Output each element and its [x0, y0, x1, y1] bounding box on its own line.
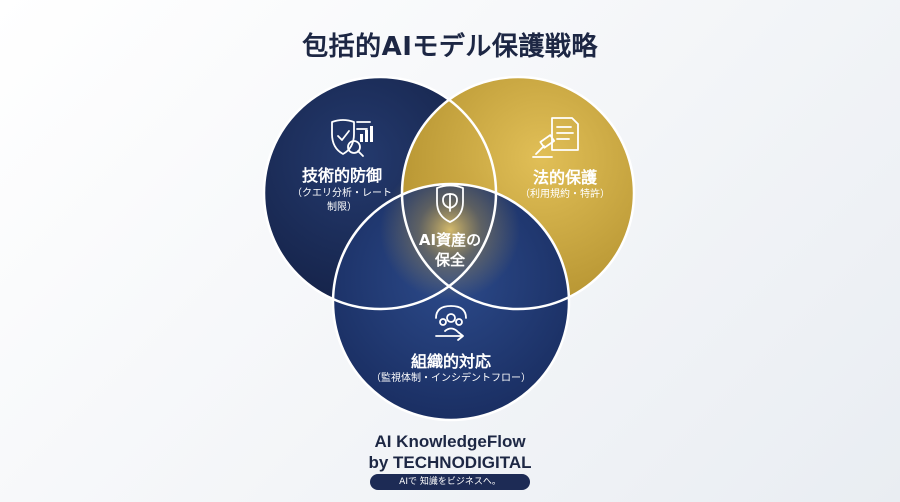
center-glow	[380, 160, 520, 300]
technical-defense-label: 技術的防御	[301, 166, 382, 185]
organizational-response-label: 組織的対応	[410, 352, 491, 371]
center-label-line1: AI資産の	[418, 231, 482, 249]
technical-defense-sub1: （クエリ分析・レート	[292, 188, 392, 199]
organizational-response-sub: （監視体制・インシデントフロー）	[371, 373, 531, 384]
brand-by: by TECHNODIGITAL	[368, 453, 532, 472]
shield-analytics-icon	[331, 119, 373, 157]
center-label-line2: 保全	[434, 251, 465, 269]
brand-name: AI KnowledgeFlow	[374, 432, 526, 451]
circle-organizational-outline	[331, 182, 571, 422]
shield-brain-icon	[436, 184, 464, 223]
legal-protection-label: 法的保護	[532, 168, 597, 187]
circle-legal-outline	[400, 75, 636, 311]
legal-protection-sub: （利用規約・特許）	[520, 189, 610, 200]
document-gavel-icon	[532, 117, 579, 158]
brand-tagline: AIで 知識をビジネスへ。	[370, 474, 530, 490]
technical-defense-sub2: 制限）	[327, 202, 357, 213]
page-title: 包括的AIモデル保護戦略	[302, 32, 598, 62]
team-flow-icon	[435, 305, 467, 341]
